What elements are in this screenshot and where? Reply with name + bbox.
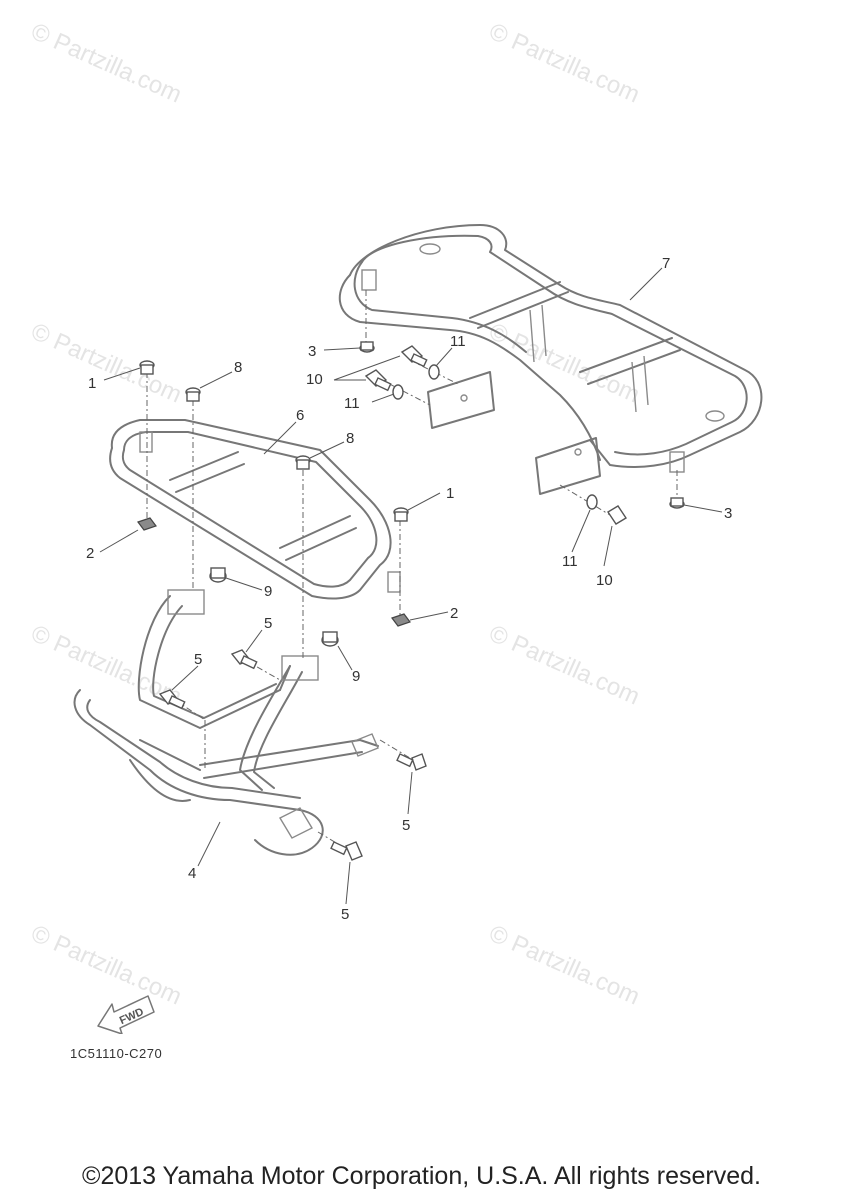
callout-labels: 1 1 2 2 3 3 4 5 5 5 5 6 7 8 8 9 9 10 10 … [86, 255, 732, 923]
callout-11: 11 [450, 333, 466, 350]
callout-5: 5 [264, 615, 272, 632]
callout-11: 11 [344, 395, 360, 412]
diagram-code: 1C51110-C270 [70, 1046, 163, 1061]
callout-2: 2 [86, 545, 94, 562]
callout-5: 5 [341, 906, 349, 923]
callout-1: 1 [88, 375, 96, 392]
callout-5: 5 [402, 817, 410, 834]
callout-10: 10 [306, 371, 323, 388]
callout-1: 1 [446, 485, 454, 502]
callout-8: 8 [234, 359, 242, 376]
front-carrier-6 [109, 419, 401, 600]
callout-7: 7 [662, 255, 670, 272]
callout-6: 6 [296, 407, 304, 424]
callout-5: 5 [194, 651, 202, 668]
callout-4: 4 [188, 865, 196, 882]
copyright-notice: ©2013 Yamaha Motor Corporation, U.S.A. A… [82, 1162, 761, 1190]
callout-9: 9 [264, 583, 272, 600]
front-guard-4 [73, 589, 379, 856]
exploded-view-diagram: 1 1 2 2 3 3 4 5 5 5 5 6 7 8 8 9 9 10 10 … [73, 224, 763, 923]
leader-lines [99, 267, 723, 905]
fasteners [137, 341, 685, 861]
callout-8: 8 [346, 430, 354, 447]
rear-carrier-7 [338, 224, 763, 495]
callout-11: 11 [562, 553, 578, 570]
callout-10: 10 [596, 572, 613, 589]
callout-2: 2 [450, 605, 458, 622]
callout-9: 9 [352, 668, 360, 685]
callout-3: 3 [308, 343, 316, 360]
callout-3: 3 [724, 505, 732, 522]
guide-lines [146, 290, 678, 851]
forward-arrow-icon: FWD [97, 995, 155, 1034]
